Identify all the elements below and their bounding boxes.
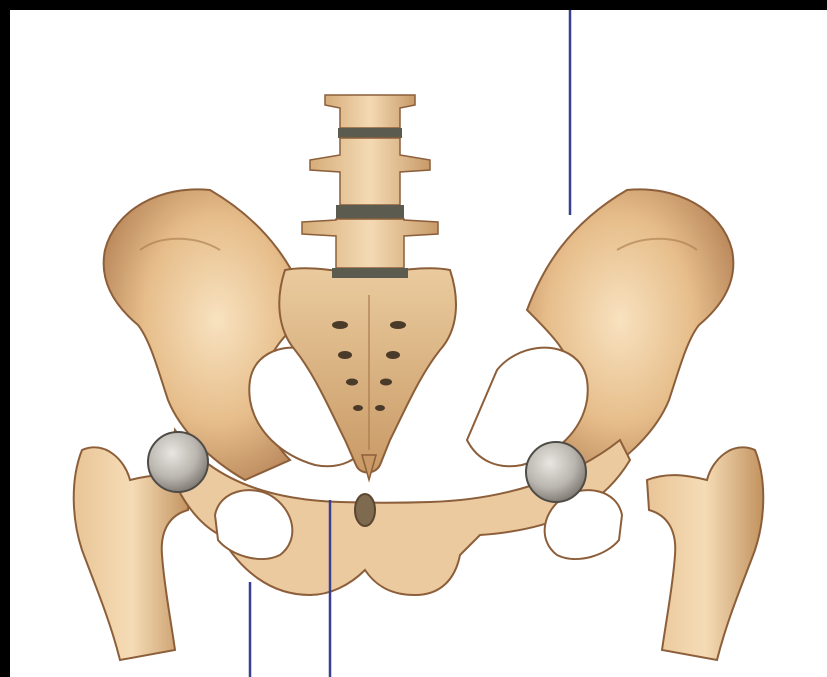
femur-right xyxy=(647,447,763,660)
diagram-canvas xyxy=(10,10,827,677)
disc-2 xyxy=(336,205,404,219)
pubic-symphysis xyxy=(355,494,375,526)
vertebra-l4 xyxy=(310,138,430,205)
femoral-head-right xyxy=(526,442,586,502)
disc-1 xyxy=(338,128,402,138)
vertebra-l5 xyxy=(302,219,438,268)
vertebra-l3 xyxy=(325,95,415,128)
lumbar-vertebrae xyxy=(302,95,438,278)
disc-3 xyxy=(332,268,408,278)
pelvis-illustration xyxy=(10,10,827,677)
femoral-head-left xyxy=(148,432,208,492)
